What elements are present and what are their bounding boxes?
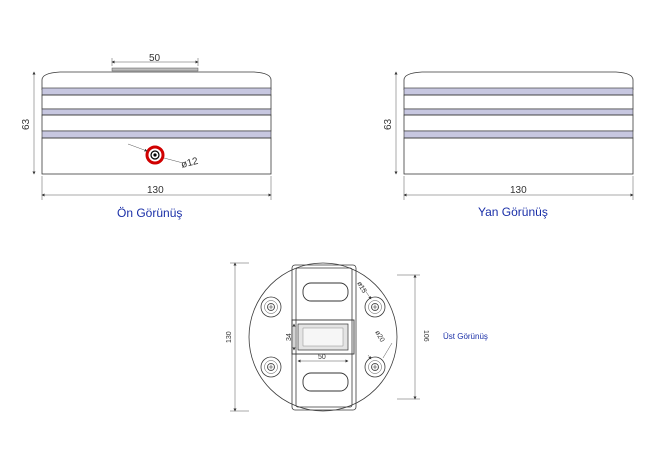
- front-view-title: Ön Görünüş: [117, 206, 182, 220]
- front-view: ø12 50 63 130 Ön Görünüş: [21, 53, 272, 220]
- top-dim-bolt-right: ø20: [373, 330, 385, 344]
- bolt-icon: [260, 356, 282, 378]
- top-dim-height: 130: [226, 331, 233, 343]
- top-dim-lens-height: 34: [286, 333, 293, 341]
- top-view-title: Üst Görünüş: [443, 332, 488, 341]
- side-dim-height: 63: [383, 118, 394, 130]
- side-view-title: Yan Görünüş: [478, 205, 548, 219]
- bolt-icon: [364, 296, 386, 318]
- top-view: ø15 ø20 34 50 130 106 Üst Görünüş: [226, 262, 488, 412]
- side-view: 63 130 Yan Görünüş: [383, 71, 634, 219]
- side-dim-width: 130: [510, 185, 527, 196]
- front-dim-hole: ø12: [180, 156, 200, 171]
- bolt-icon: [364, 356, 386, 378]
- hole-ring-icon: [145, 145, 165, 165]
- front-dim-width: 130: [147, 185, 164, 196]
- top-dim-bolt-top: ø15: [355, 281, 367, 295]
- front-dim-height: 63: [21, 118, 32, 130]
- top-dim-lens-width: 50: [318, 354, 326, 361]
- bolt-icon: [260, 296, 282, 318]
- front-dim-top: 50: [149, 53, 161, 64]
- top-dim-right: 106: [422, 330, 429, 342]
- outer-body: [248, 262, 398, 412]
